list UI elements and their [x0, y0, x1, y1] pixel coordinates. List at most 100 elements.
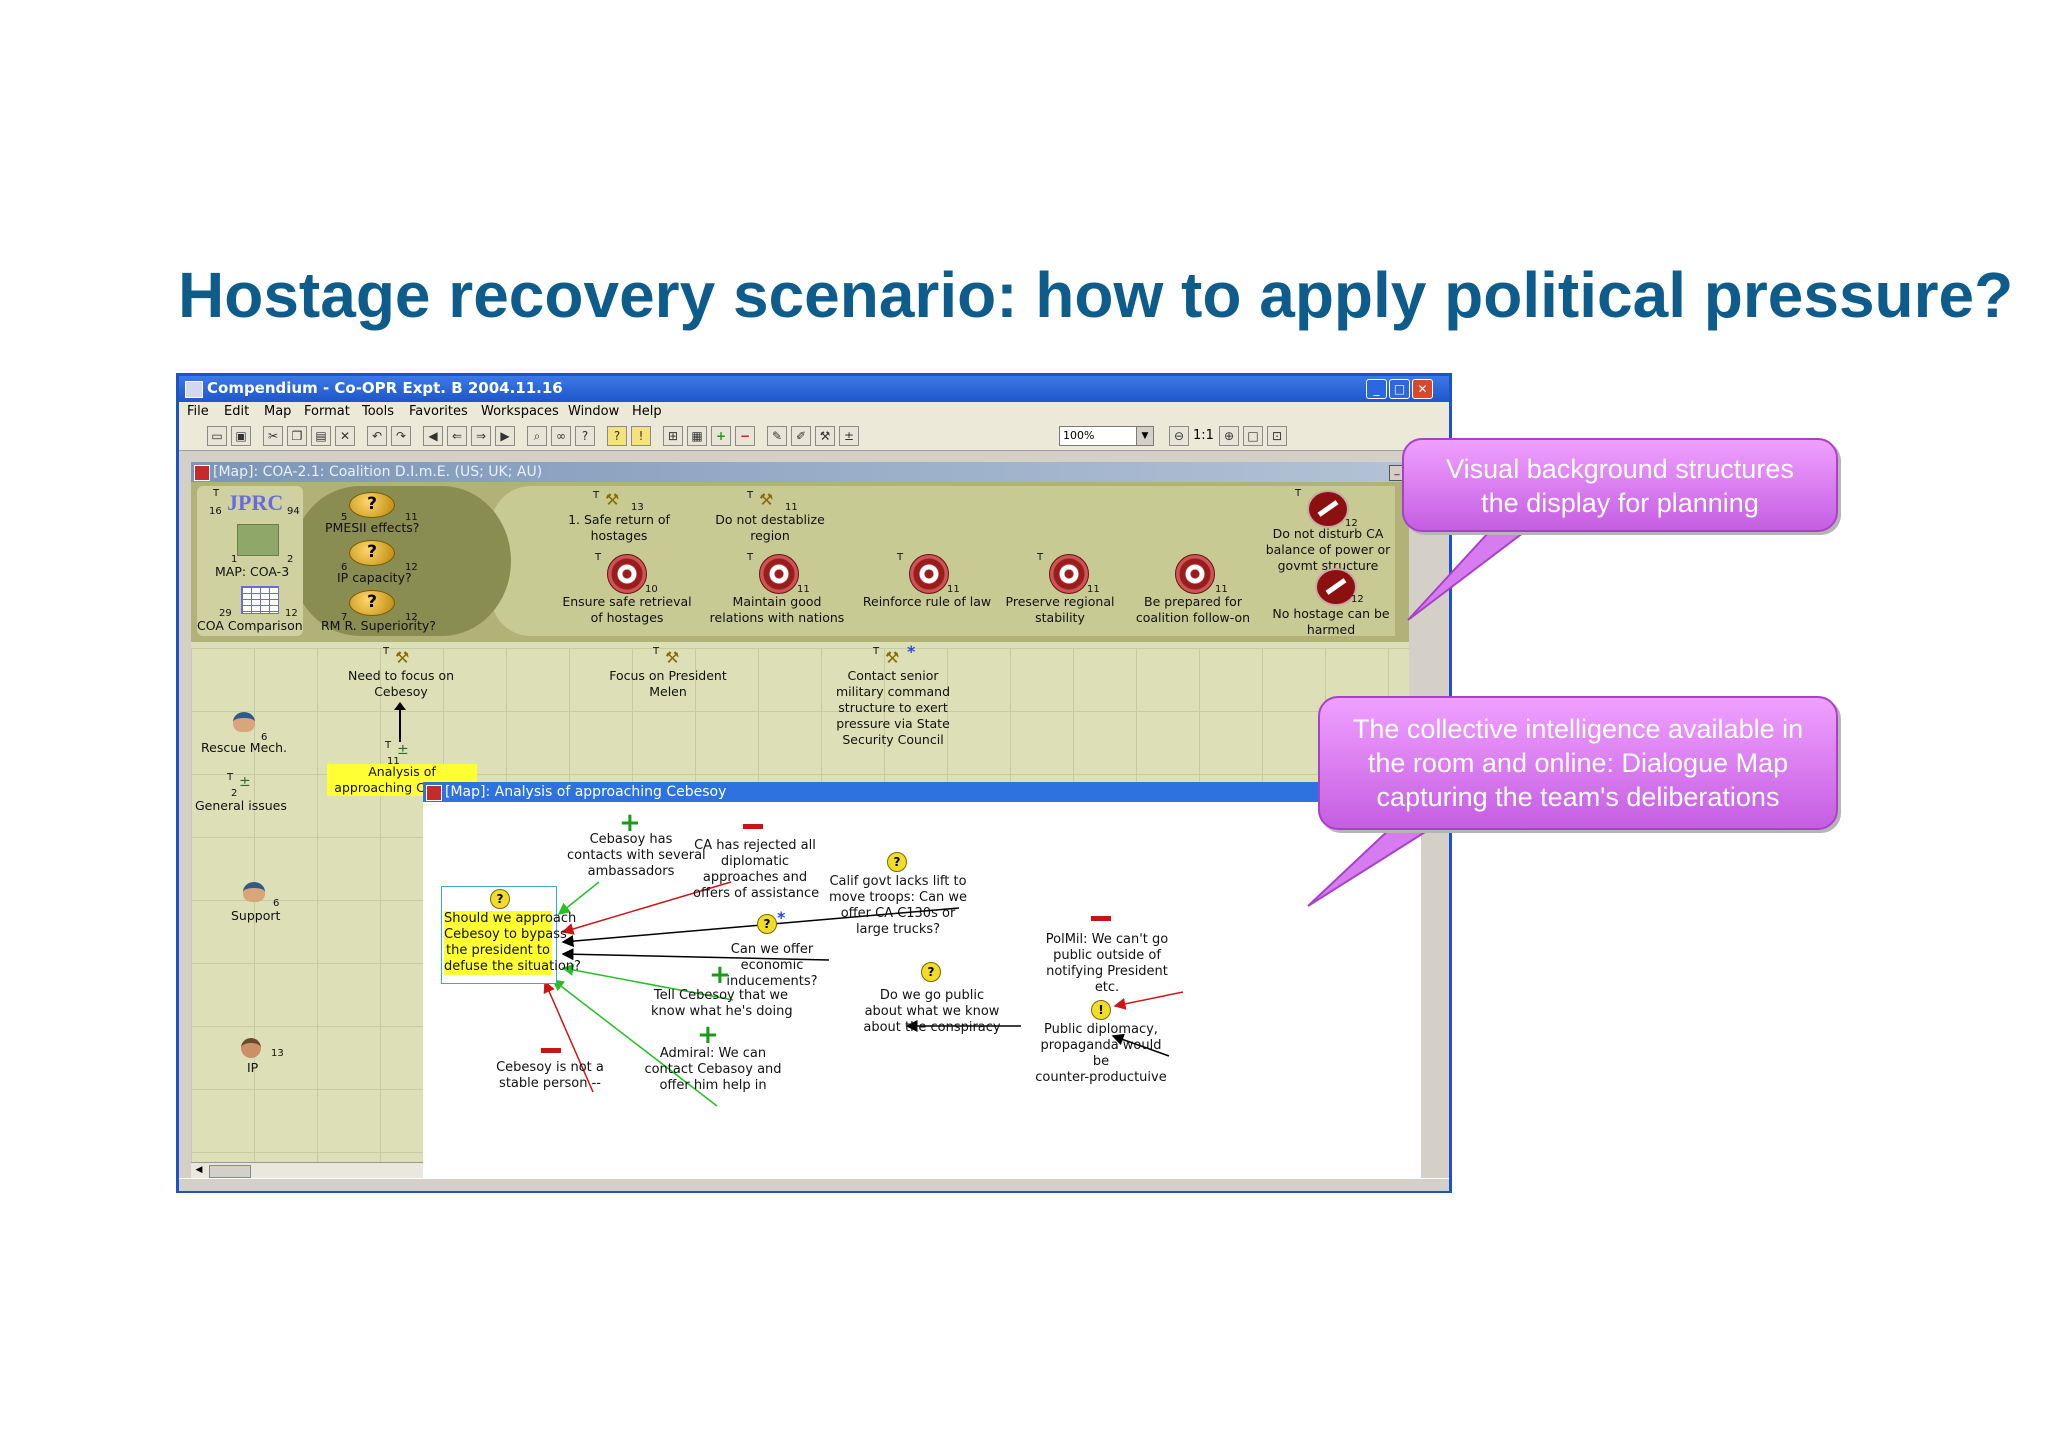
back-icon[interactable]: ◀: [423, 426, 443, 446]
forward-icon[interactable]: ▶: [495, 426, 515, 446]
lane-ip[interactable]: IP: [247, 1060, 259, 1075]
goal1-num: 10: [645, 584, 658, 595]
menu-workspaces[interactable]: Workspaces: [481, 404, 559, 419]
menu-map[interactable]: Map: [264, 404, 292, 419]
open-icon[interactable]: ▭: [207, 426, 227, 446]
help-icon[interactable]: ?: [575, 426, 595, 446]
list-node-icon[interactable]: ▦: [687, 426, 707, 446]
chevron-down-icon[interactable]: ▼: [1136, 427, 1153, 445]
maximize-button[interactable]: □: [1389, 379, 1410, 399]
minimize-button[interactable]: _: [1366, 379, 1387, 399]
question-ip-label[interactable]: IP capacity?: [337, 570, 412, 585]
undo-icon[interactable]: ↶: [367, 426, 387, 446]
search-icon[interactable]: ⌕: [527, 426, 547, 446]
fit-page-icon[interactable]: □: [1243, 426, 1263, 446]
menu-edit[interactable]: Edit: [224, 404, 250, 419]
target-icon[interactable]: [909, 554, 949, 594]
reference-icon[interactable]: ✎: [767, 426, 787, 446]
menu-tools[interactable]: Tools: [362, 404, 395, 419]
lane-general-issues[interactable]: General issues: [195, 798, 287, 813]
target-icon[interactable]: [1175, 554, 1215, 594]
zoom-ratio[interactable]: 1:1: [1193, 428, 1214, 443]
gavel-icon: ⚒: [395, 648, 410, 667]
redo-icon[interactable]: ↷: [391, 426, 411, 446]
goal-reinforce-rule[interactable]: Reinforce rule of law: [862, 594, 992, 609]
decision-icon[interactable]: ⚒: [815, 426, 835, 446]
no-entry-icon[interactable]: [1315, 568, 1357, 606]
copy-icon[interactable]: ❐: [287, 426, 307, 446]
close-button[interactable]: ✕: [1412, 379, 1433, 399]
target-icon[interactable]: [607, 554, 647, 594]
lane-rescue-num: 6: [261, 732, 268, 743]
forward-arrow-icon[interactable]: ⇒: [471, 426, 491, 446]
menu-favorites[interactable]: Favorites: [409, 404, 468, 419]
map-node-icon[interactable]: ⊞: [663, 426, 683, 446]
note-icon[interactable]: ✐: [791, 426, 811, 446]
con-node-icon[interactable]: −: [735, 426, 755, 446]
menu-window[interactable]: Window: [568, 404, 620, 419]
zoom-in-icon[interactable]: ⊕: [1219, 426, 1239, 446]
comparison-table-icon[interactable]: [241, 586, 279, 614]
menu-help[interactable]: Help: [632, 404, 662, 419]
goal1-tag: T: [595, 552, 602, 563]
logo-tag: T: [213, 488, 220, 499]
menu-file[interactable]: File: [187, 404, 209, 419]
question-rm-label[interactable]: RM R. Superiority?: [321, 618, 436, 633]
question-icon[interactable]: ?: [349, 492, 395, 518]
zoom-out-icon[interactable]: ⊖: [1169, 426, 1189, 446]
argument-icon[interactable]: ±: [839, 426, 859, 446]
no-entry-icon[interactable]: [1307, 490, 1349, 528]
back-arrow-icon[interactable]: ⇐: [447, 426, 467, 446]
target-icon[interactable]: [1049, 554, 1089, 594]
action2-tag: T: [653, 646, 660, 657]
menu-format[interactable]: Format: [304, 404, 350, 419]
map-canvas[interactable]: JPRC T 16 94 1 2 MAP: COA-3 29 12 COA Co…: [191, 482, 1421, 1179]
jprc-logo[interactable]: JPRC: [227, 490, 284, 515]
horizontal-scrollbar[interactable]: ◀: [191, 1162, 423, 1179]
map-thumbnail-icon[interactable]: [237, 524, 279, 556]
focus-icon[interactable]: ⊡: [1267, 426, 1287, 446]
scroll-left-icon[interactable]: ◀: [195, 1165, 203, 1175]
paste-icon[interactable]: ▤: [311, 426, 331, 446]
binoculars-icon[interactable]: ∞: [551, 426, 571, 446]
cut-icon[interactable]: ✂: [263, 426, 283, 446]
map-coa3-label[interactable]: MAP: COA-3: [215, 564, 290, 579]
analysis-map-window[interactable]: [Map]: Analysis of approaching Cebesoy: [423, 782, 1421, 1178]
coa-comparison-label[interactable]: COA Comparison: [197, 618, 303, 633]
idea-node-icon[interactable]: !: [631, 426, 651, 446]
folder-icon[interactable]: ▣: [231, 426, 251, 446]
lane-support[interactable]: Support: [231, 908, 281, 923]
question-pmesii-label[interactable]: PMESII effects?: [325, 520, 420, 535]
target-icon[interactable]: [759, 554, 799, 594]
scroll-thumb[interactable]: [209, 1165, 251, 1178]
question-icon[interactable]: ?: [349, 590, 395, 616]
question-node-icon[interactable]: ?: [607, 426, 627, 446]
question-icon[interactable]: ?: [349, 540, 395, 566]
delete-icon[interactable]: ✕: [335, 426, 355, 446]
zoom-select[interactable]: 100% ▼: [1059, 426, 1154, 446]
pro-node-icon[interactable]: +: [711, 426, 731, 446]
lane-rescue-mech[interactable]: Rescue Mech.: [201, 740, 288, 755]
